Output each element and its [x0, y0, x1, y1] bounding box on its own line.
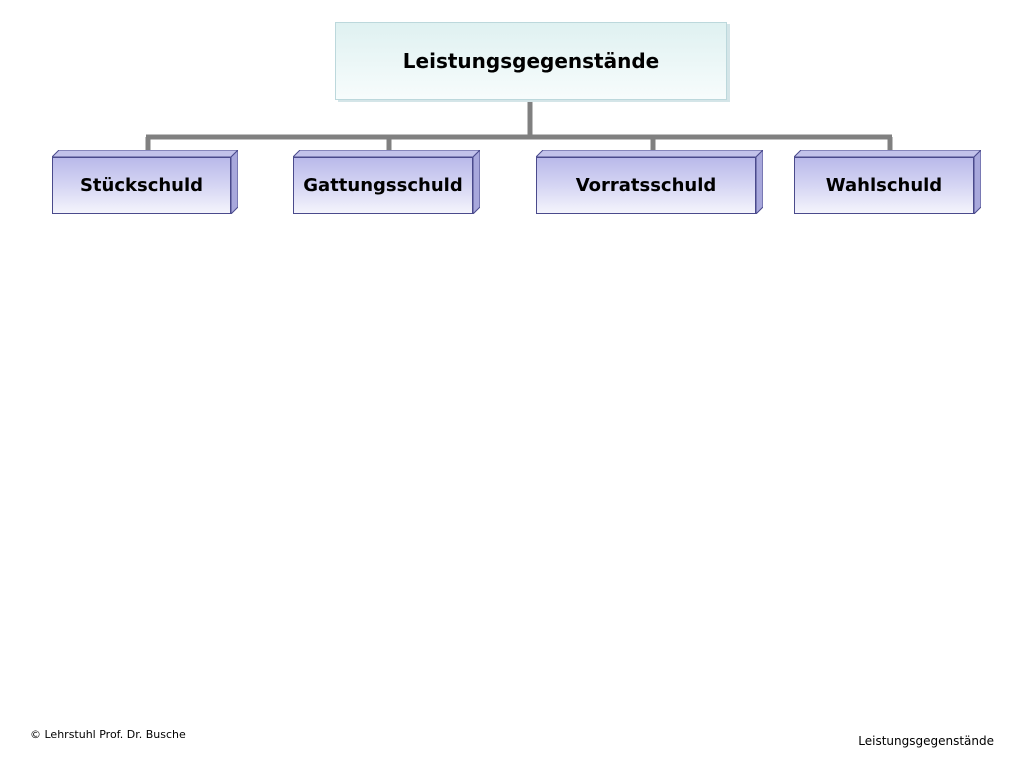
child-node-front: Gattungsschuld [293, 157, 473, 214]
child-node-top-face [52, 150, 238, 157]
child-node-label: Stückschuld [79, 175, 204, 196]
child-node-top-face [794, 150, 981, 157]
child-node-label: Vorratsschuld [575, 175, 717, 196]
child-node-wahlschuld: Wahlschuld [794, 150, 981, 214]
child-node-top-face [536, 150, 763, 157]
child-node-side-face [974, 150, 981, 214]
child-node-front: Wahlschuld [794, 157, 974, 214]
child-node-side-face [756, 150, 763, 214]
child-node-front: Stückschuld [52, 157, 231, 214]
child-node-side-face [473, 150, 480, 214]
root-node-label: Leistungsgegenstände [402, 49, 660, 73]
child-node-gattungsschuld: Gattungsschuld [293, 150, 480, 214]
root-node: Leistungsgegenstände [335, 22, 727, 100]
child-node-side-face [231, 150, 238, 214]
child-node-stueckschuld: Stückschuld [52, 150, 238, 214]
child-node-front: Vorratsschuld [536, 157, 756, 214]
footer-copyright: © Lehrstuhl Prof. Dr. Busche [30, 728, 186, 741]
child-node-label: Wahlschuld [825, 175, 943, 196]
child-node-label: Gattungsschuld [303, 175, 463, 196]
child-node-vorratsschuld: Vorratsschuld [536, 150, 763, 214]
footer-slide-title: Leistungsgegenstände [858, 734, 994, 748]
child-node-top-face [293, 150, 480, 157]
